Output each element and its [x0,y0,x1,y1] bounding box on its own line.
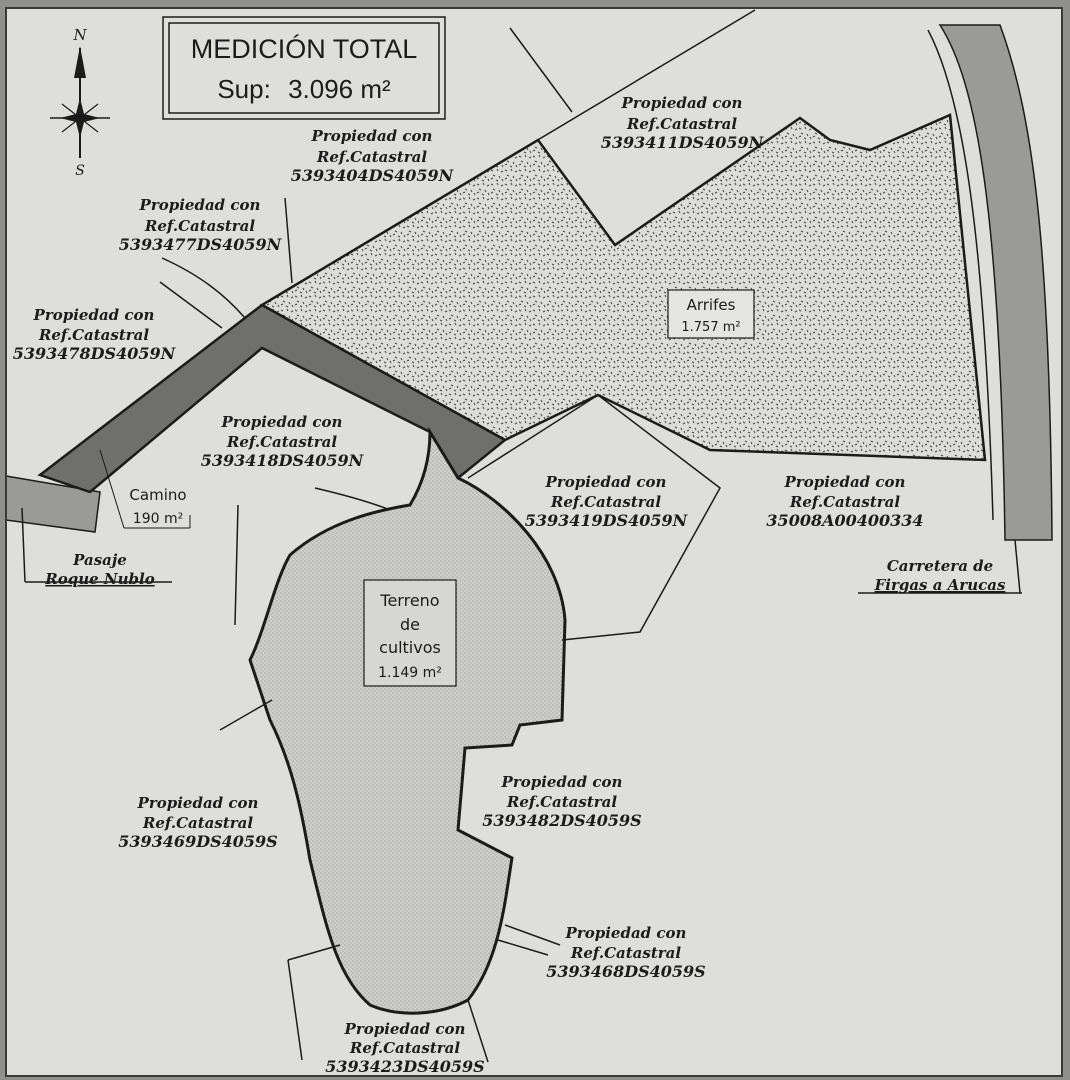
property-prefix: Propiedad con [139,196,261,214]
property-code: 5393419DS4059N [525,511,689,530]
arrifes-parcel [259,113,987,462]
property-ref-label: Ref.Catastral [550,493,661,511]
arrifes-value: 1.757 m² [681,320,740,335]
camino-name: Camino [129,486,186,504]
property-ref-label: Ref.Catastral [142,814,253,832]
terreno-parcel [248,426,567,1015]
map-frame [5,7,1063,1077]
property-prefix: Propiedad con [565,924,687,942]
pasaje-line2: Roque Nublo [44,570,154,588]
property-label-5393468: Propiedad con Ref.Catastral 5393468DS405… [546,924,705,981]
property-ref-label: Ref.Catastral [626,115,737,133]
compass-south-label: S [75,163,85,179]
terreno-line1: Terreno [379,591,439,610]
property-code: 5393482DS4059S [482,811,641,830]
property-code: 5393478DS4059N [13,344,177,363]
property-prefix: Propiedad con [621,94,743,112]
compass-north-label: N [72,26,87,44]
property-prefix: Propiedad con [344,1020,466,1038]
carretera-road [938,24,1053,541]
property-label-5393418: Propiedad con Ref.Catastral 5393418DS405… [201,413,365,470]
boundary-lines [21,9,1022,1063]
property-label-5393482: Propiedad con Ref.Catastral 5393482DS405… [482,773,641,830]
pasaje-line1: Pasaje [72,551,127,569]
camino-value: 190 m² [133,511,183,527]
title-box: MEDICIÓN TOTAL Sup: 3.096 m² [162,16,446,120]
property-prefix: Propiedad con [501,773,623,791]
property-code: 5393404DS4059N [291,166,455,185]
property-ref-label: Ref.Catastral [226,433,337,451]
property-prefix: Propiedad con [221,413,343,431]
property-prefix: Propiedad con [33,306,155,324]
compass-rose: N S [50,26,110,179]
property-code: 5393411DS4059N [601,133,765,152]
carretera-line2: Firgas a Arucas [874,576,1006,594]
north-arrow-icon [74,46,86,78]
property-code: 5393423DS4059S [325,1057,484,1076]
property-ref-label: Ref.Catastral [316,148,427,166]
property-prefix: Propiedad con [545,473,667,491]
carretera-line1: Carretera de [887,557,993,575]
property-ref-label: Ref.Catastral [789,493,900,511]
arrifes-area-label: Arrifes 1.757 m² [667,289,755,339]
property-label-5393478: Propiedad con Ref.Catastral 5393478DS405… [13,306,177,363]
property-label-5393477: Propiedad con Ref.Catastral 5393477DS405… [119,196,283,254]
property-label-5393411: Propiedad con Ref.Catastral 5393411DS405… [601,94,765,152]
surface-label: Sup: [217,74,271,104]
property-code: 5393468DS4059S [546,962,705,981]
property-label-5393404: Propiedad con Ref.Catastral 5393404DS405… [291,127,455,185]
pasaje-label: Pasaje Roque Nublo [44,551,154,588]
property-label-35008A00400334: Propiedad con Ref.Catastral 35008A004003… [766,473,923,530]
property-ref-label: Ref.Catastral [570,944,681,962]
terreno-line2: de [400,615,420,634]
property-ref-label: Ref.Catastral [38,326,149,344]
property-label-5393423: Propiedad con Ref.Catastral 5393423DS405… [325,1020,484,1076]
terreno-value: 1.149 m² [378,665,442,681]
property-ref-label: Ref.Catastral [144,217,255,235]
camino-area-label: Camino 190 m² [99,449,191,529]
property-code: 35008A00400334 [766,511,923,530]
property-label-5393419: Propiedad con Ref.Catastral 5393419DS405… [525,473,689,530]
carretera-label: Carretera de Firgas a Arucas [874,557,1006,594]
terreno-area-label: Terreno de cultivos 1.149 m² [363,579,457,687]
property-ref-label: Ref.Catastral [506,793,617,811]
property-prefix: Propiedad con [784,473,906,491]
carretera-edge-line [927,29,994,521]
title-heading: MEDICIÓN TOTAL [191,33,418,64]
arrifes-name: Arrifes [687,296,736,314]
property-ref-label: Ref.Catastral [349,1039,460,1057]
terreno-line3: cultivos [379,638,441,657]
property-code: 5393418DS4059N [201,451,365,470]
title-surface: Sup: 3.096 m² [217,74,391,104]
property-code: 5393477DS4059N [119,235,283,254]
surface-value: 3.096 m² [288,74,391,104]
property-prefix: Propiedad con [311,127,433,145]
property-prefix: Propiedad con [137,794,259,812]
property-code: 5393469DS4059S [118,832,277,851]
property-label-5393469: Propiedad con Ref.Catastral 5393469DS405… [118,794,277,851]
